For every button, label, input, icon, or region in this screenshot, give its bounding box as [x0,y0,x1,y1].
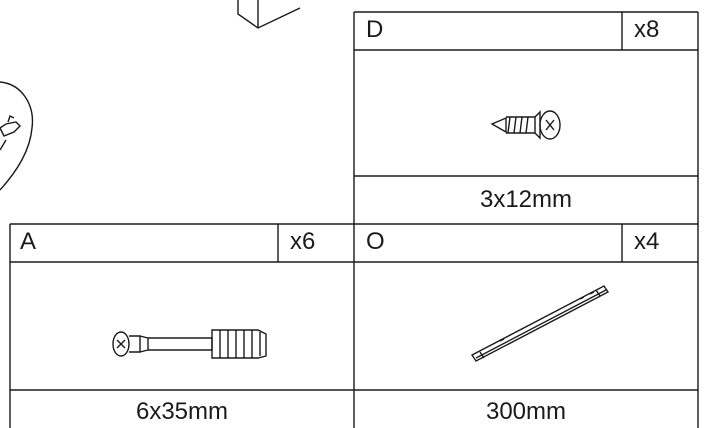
part-letter-o: O [366,228,385,255]
part-size-o: 300mm [485,398,567,425]
cam-bolt-dowel-icon [112,329,267,359]
part-letter-d: D [366,16,384,43]
part-quantity-d: x8 [634,16,660,43]
part-quantity-a: x6 [290,228,316,255]
box-partial-drawing [237,0,301,29]
metal-rail-icon [470,285,610,362]
part-letter-a: A [20,228,37,255]
part-size-d: 3x12mm [479,186,573,213]
wood-screw-icon [490,110,561,140]
grid-lines [9,11,699,428]
part-size-a: 6x35mm [135,398,229,425]
detail-zoom-circle [0,81,34,191]
part-quantity-o: x4 [634,228,660,255]
